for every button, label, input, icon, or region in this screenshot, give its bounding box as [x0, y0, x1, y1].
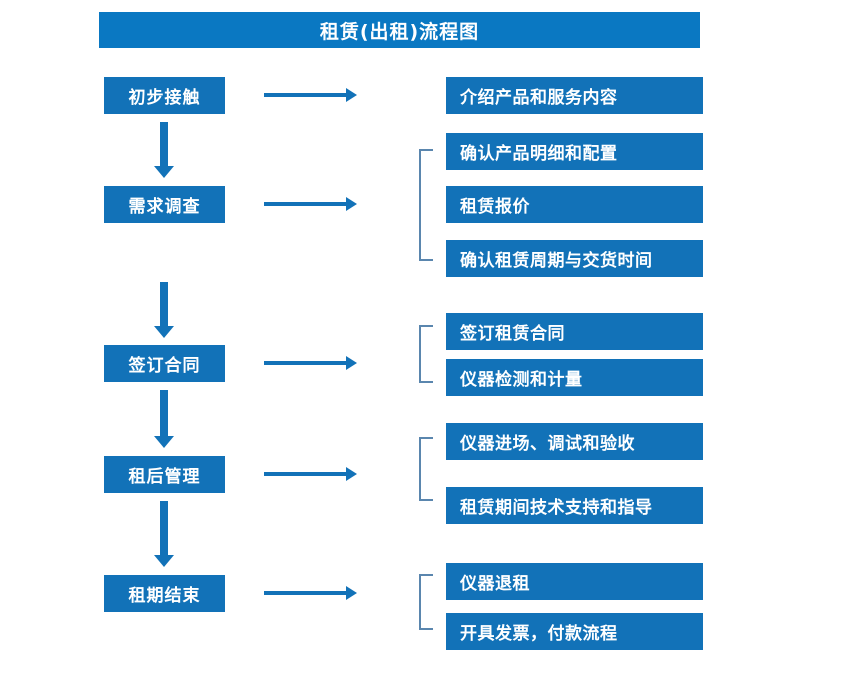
stage-box-post-rental-management[interactable]: 租后管理 [104, 456, 225, 493]
detail-box-invoice-payment[interactable]: 开具发票，付款流程 [446, 613, 703, 650]
stage-box-rental-end[interactable]: 租期结束 [104, 575, 225, 612]
group-bracket-post-rental-management [419, 437, 433, 501]
arrow-right-initial-contact [264, 88, 357, 102]
stage-box-initial-contact[interactable]: 初步接触 [104, 77, 225, 114]
arrow-down-initial-to-survey [154, 122, 174, 178]
group-bracket-sign-contract [419, 325, 433, 383]
arrow-right-requirement-survey [264, 197, 357, 211]
arrow-down-management-to-end [154, 501, 174, 567]
arrow-down-survey-to-contract [154, 282, 174, 338]
detail-box-confirm-period-delivery[interactable]: 确认租赁周期与交货时间 [446, 240, 703, 277]
detail-box-instrument-inspection[interactable]: 仪器检测和计量 [446, 359, 703, 396]
stage-box-requirement-survey[interactable]: 需求调查 [104, 186, 225, 223]
detail-box-confirm-product-details[interactable]: 确认产品明细和配置 [446, 133, 703, 170]
detail-box-instrument-return[interactable]: 仪器退租 [446, 563, 703, 600]
detail-box-introduce-products[interactable]: 介绍产品和服务内容 [446, 77, 703, 114]
arrow-right-post-rental-management [264, 467, 357, 481]
arrow-right-rental-end [264, 586, 357, 600]
detail-box-rental-quotation[interactable]: 租赁报价 [446, 186, 703, 223]
detail-box-sign-rental-contract[interactable]: 签订租赁合同 [446, 313, 703, 350]
group-bracket-rental-end [419, 574, 433, 630]
arrow-down-contract-to-management [154, 390, 174, 448]
group-bracket-requirement-survey [419, 149, 433, 261]
diagram-title: 租赁(出租)流程图 [99, 12, 700, 48]
detail-box-instrument-entry-commissioning[interactable]: 仪器进场、调试和验收 [446, 423, 703, 460]
stage-box-sign-contract[interactable]: 签订合同 [104, 345, 225, 382]
detail-box-technical-support[interactable]: 租赁期间技术支持和指导 [446, 487, 703, 524]
arrow-right-sign-contract [264, 356, 357, 370]
